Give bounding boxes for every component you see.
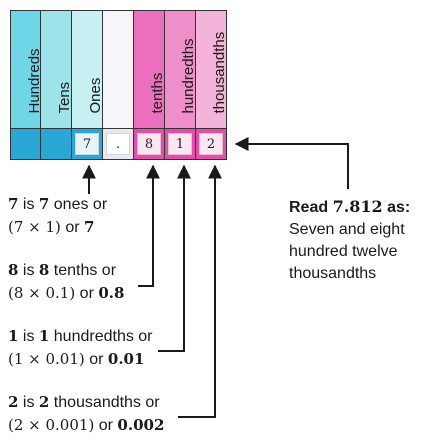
cell-hundreds xyxy=(10,128,41,160)
column-tenths: tenths xyxy=(134,10,166,128)
arrow-hundredths xyxy=(158,164,191,352)
note-hundredths: 1 is 1 hundredths or (1 × 0.01) or 0.01 xyxy=(8,325,153,371)
read-line: hundred twelve xyxy=(289,243,398,260)
cell-tens xyxy=(41,128,72,160)
column-decimal-point xyxy=(103,10,134,128)
note-line-1: 8 is 8 tenths or xyxy=(8,261,117,279)
note-line-2: (7 × 1) or 7 xyxy=(8,218,95,236)
note-line-1: 2 is 2 thousandths or xyxy=(8,393,160,411)
column-thousandths: thousandths xyxy=(196,10,228,128)
note-ones: 7 is 7 ones or (7 × 1) or 7 xyxy=(8,193,107,239)
note-line-2: (1 × 0.01) or 0.01 xyxy=(8,350,145,368)
column-hundreds: Hundreds xyxy=(10,10,43,128)
note-line-1: 1 is 1 hundredths or xyxy=(8,327,153,345)
cell-hundredths: 1 xyxy=(165,128,196,160)
column-hundredths: hundredths xyxy=(165,10,197,128)
arrow-read xyxy=(234,137,349,189)
note-line-1: 7 is 7 ones or xyxy=(8,195,108,213)
digit-box: 2 xyxy=(199,133,223,155)
read-title: Read 7.812 as: xyxy=(289,197,411,216)
read-line: Seven and eight xyxy=(289,221,405,238)
note-tenths: 8 is 8 tenths or (8 × 0.1) or 0.8 xyxy=(8,259,124,305)
cell-decimal-point: . xyxy=(103,128,134,160)
arrow-thousandths xyxy=(178,164,222,418)
digit-box: 8 xyxy=(137,133,161,155)
read-line: thousandths xyxy=(289,265,377,282)
digit-box: 7 xyxy=(75,133,99,155)
place-value-chart: Hundreds Tens Ones tenths hundredths tho… xyxy=(10,10,228,160)
decimal-point-box: . xyxy=(106,133,130,155)
cell-thousandths: 2 xyxy=(196,128,227,160)
read-as-note: Read 7.812 as: Seven and eight hundred t… xyxy=(289,196,419,285)
cell-ones: 7 xyxy=(72,128,103,160)
note-line-2: (2 × 0.001) or 0.002 xyxy=(8,416,165,434)
cell-tenths: 8 xyxy=(134,128,165,160)
note-line-2: (8 × 0.1) or 0.8 xyxy=(8,284,125,302)
note-thousandths: 2 is 2 thousandths or (2 × 0.001) or 0.0… xyxy=(8,391,164,437)
arrow-tenths xyxy=(138,164,160,287)
column-tens: Tens xyxy=(41,10,73,128)
digit-box: 1 xyxy=(168,133,192,155)
column-ones: Ones xyxy=(72,10,104,128)
